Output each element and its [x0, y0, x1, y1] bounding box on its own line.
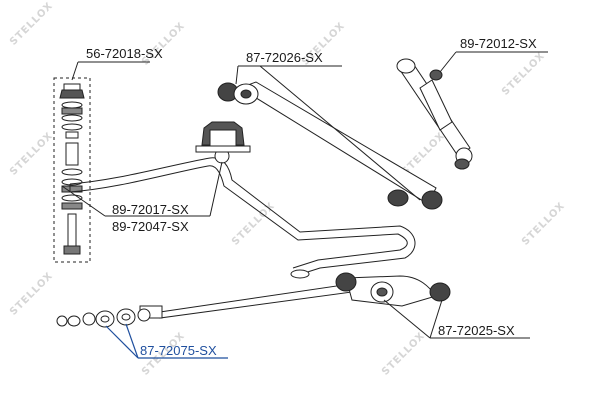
bushing-set-87-72075 [56, 308, 151, 328]
part-label-89-72017[interactable]: 89-72017-SX [112, 202, 189, 217]
bar-end-eye [290, 269, 310, 279]
upper-arm-87-72026 [217, 81, 443, 210]
leader-lines [61, 51, 548, 339]
leader-lines-highlight [105, 323, 228, 359]
part-label-56-72018[interactable]: 56-72018-SX [86, 46, 163, 61]
part-label-87-72026[interactable]: 87-72026-SX [246, 50, 323, 65]
part-label-89-72047[interactable]: 89-72047-SX [112, 219, 189, 234]
stabilizer-bar [69, 157, 416, 277]
link-kit-56-72018 [53, 77, 91, 263]
part-label-87-72025[interactable]: 87-72025-SX [438, 323, 515, 338]
bushing-clamp [195, 121, 251, 164]
lower-arm-87-72025 [139, 272, 451, 319]
part-label-89-72012[interactable]: 89-72012-SX [460, 36, 537, 51]
shock-absorber-89-72012 [396, 58, 473, 170]
part-label-87-72075[interactable]: 87-72075-SX [140, 343, 217, 358]
